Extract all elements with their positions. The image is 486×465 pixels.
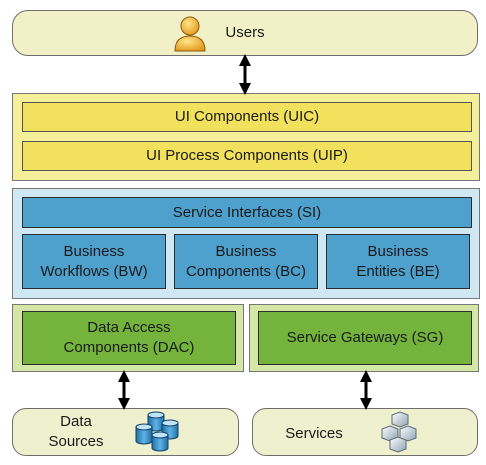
ui-components-box: UI Components (UIC) (22, 102, 472, 132)
users-box (12, 10, 478, 56)
data-sources-line2: Sources (48, 433, 104, 450)
services-label: Services (285, 425, 343, 442)
business-entities-line2: Entities (BE) (356, 262, 440, 280)
data-sources-box (12, 408, 239, 456)
business-workflows-line2: Workflows (BW) (40, 262, 148, 280)
service-gateways-box: Service Gateways (SG) (258, 311, 472, 365)
business-entities-box: Business Entities (BE) (326, 234, 470, 289)
business-entities-line1: Business (367, 242, 429, 260)
business-components-box: Business Components (BC) (174, 234, 318, 289)
database-icon (132, 411, 188, 453)
business-components-line1: Business (215, 242, 277, 260)
data-sources-label: Data Sources (30, 412, 122, 452)
dac-line2: Components (DAC) (63, 339, 195, 356)
business-workflows-line1: Business (63, 242, 125, 260)
business-workflows-box: Business Workflows (BW) (22, 234, 166, 289)
data-access-components-box: Data Access Components (DAC) (22, 311, 236, 365)
user-icon (170, 13, 210, 53)
business-components-line2: Components (BC) (185, 262, 307, 280)
ui-process-components-box: UI Process Components (UIP) (22, 141, 472, 171)
dac-line1: Data Access (87, 319, 171, 336)
cubes-icon (378, 411, 422, 453)
service-interfaces-box: Service Interfaces (SI) (22, 197, 472, 228)
users-label: Users (225, 24, 265, 41)
data-sources-line1: Data (60, 413, 92, 430)
